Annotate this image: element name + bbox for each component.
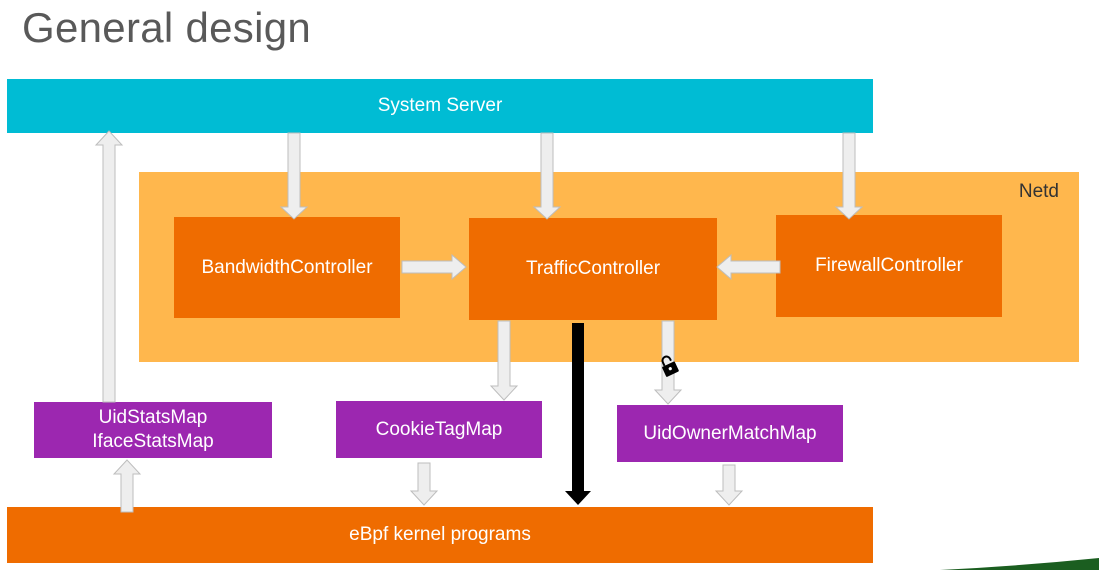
firewall-controller-label: FirewallController: [815, 255, 963, 276]
ebpf-kernel-programs-label: eBpf kernel programs: [349, 524, 531, 545]
bandwidth-controller-label: BandwidthController: [201, 256, 373, 278]
ebpf-kernel-programs-box: eBpf kernel programs: [7, 507, 873, 563]
arrow-uidowner-to-ebpf: [714, 464, 744, 506]
traffic-controller-box: TrafficController: [469, 218, 717, 320]
arrow-cookietag-to-ebpf: [409, 462, 439, 506]
slide-title: General design: [22, 4, 312, 51]
cookie-tag-map-box: CookieTagMap: [336, 401, 542, 458]
firewall-controller-box: FirewallController: [776, 215, 1002, 317]
uid-stats-map-box: UidStatsMap IfaceStatsMap: [34, 402, 272, 458]
iface-stats-map-label: IfaceStatsMap: [92, 431, 214, 452]
arrow-ebpf-to-uidstats: [112, 459, 142, 513]
corner-swoosh: [940, 558, 1099, 570]
netd-label: Netd: [1018, 181, 1059, 202]
arrow-uidstats-to-server: [94, 130, 124, 403]
uid-stats-map-label: UidStatsMap: [98, 407, 208, 428]
uid-owner-match-map-box: UidOwnerMatchMap: [617, 405, 843, 462]
bandwidth-controller-box: BandwidthController: [174, 217, 400, 318]
traffic-controller-label: TrafficController: [525, 258, 661, 279]
system-server-box: System Server: [7, 79, 873, 133]
cookie-tag-map-label: CookieTagMap: [375, 418, 503, 440]
uid-owner-match-map-label: UidOwnerMatchMap: [643, 422, 817, 444]
system-server-label: System Server: [377, 95, 503, 116]
